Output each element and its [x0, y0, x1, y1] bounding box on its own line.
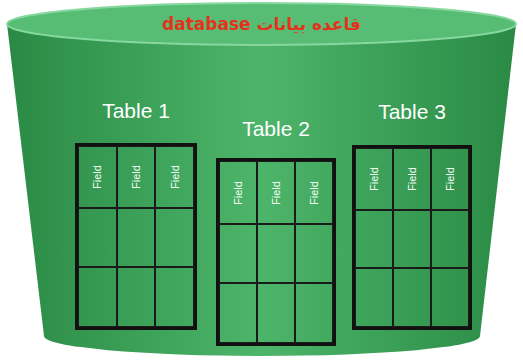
header-cell: Field — [78, 146, 117, 208]
heading-holder: Table 3 — [332, 99, 492, 125]
data-cell — [355, 268, 393, 327]
data-cell — [393, 210, 431, 268]
table-heading: Table 1 — [102, 99, 170, 122]
data-cell — [219, 224, 257, 283]
data-cell — [393, 268, 431, 327]
heading-holder: Table 2 — [196, 116, 356, 142]
database-title: database قاعده بيانات — [162, 14, 361, 34]
data-cell — [355, 210, 393, 268]
header-cell: Field — [257, 161, 295, 224]
field-label: Field — [308, 181, 320, 205]
field-label: Field — [406, 167, 418, 191]
data-cell — [295, 224, 333, 283]
field-label: Field — [368, 167, 380, 191]
header-cell: Field — [219, 161, 257, 224]
data-cell — [431, 268, 469, 327]
data-cell — [155, 267, 194, 327]
field-label: Field — [91, 165, 103, 189]
field-label: Field — [130, 165, 142, 189]
cylinder-top — [7, 3, 516, 45]
table-heading: Table 3 — [378, 100, 446, 123]
table-heading: Table 2 — [242, 117, 310, 140]
field-label: Field — [232, 181, 244, 205]
field-label: Field — [270, 181, 282, 205]
field-label: Field — [444, 167, 456, 191]
table-grid: Field Field Field — [352, 145, 472, 330]
header-cell: Field — [117, 146, 156, 208]
header-cell: Field — [431, 148, 469, 210]
table-grid: Field Field Field — [75, 143, 197, 330]
data-cell — [257, 224, 295, 283]
data-cell — [155, 208, 194, 267]
data-cell — [431, 210, 469, 268]
data-cell — [257, 283, 295, 343]
data-cell — [295, 283, 333, 343]
field-label: Field — [169, 165, 181, 189]
title-holder: database قاعده بيانات — [0, 13, 523, 35]
data-cell — [78, 208, 117, 267]
data-cell — [78, 267, 117, 327]
data-cell — [117, 208, 156, 267]
header-cell: Field — [295, 161, 333, 224]
heading-holder: Table 1 — [55, 98, 217, 124]
cylinder-body — [7, 24, 516, 356]
data-cell — [117, 267, 156, 327]
data-cell — [219, 283, 257, 343]
table-grid: Field Field Field — [216, 158, 336, 346]
header-cell: Field — [393, 148, 431, 210]
header-cell: Field — [355, 148, 393, 210]
header-cell: Field — [155, 146, 194, 208]
